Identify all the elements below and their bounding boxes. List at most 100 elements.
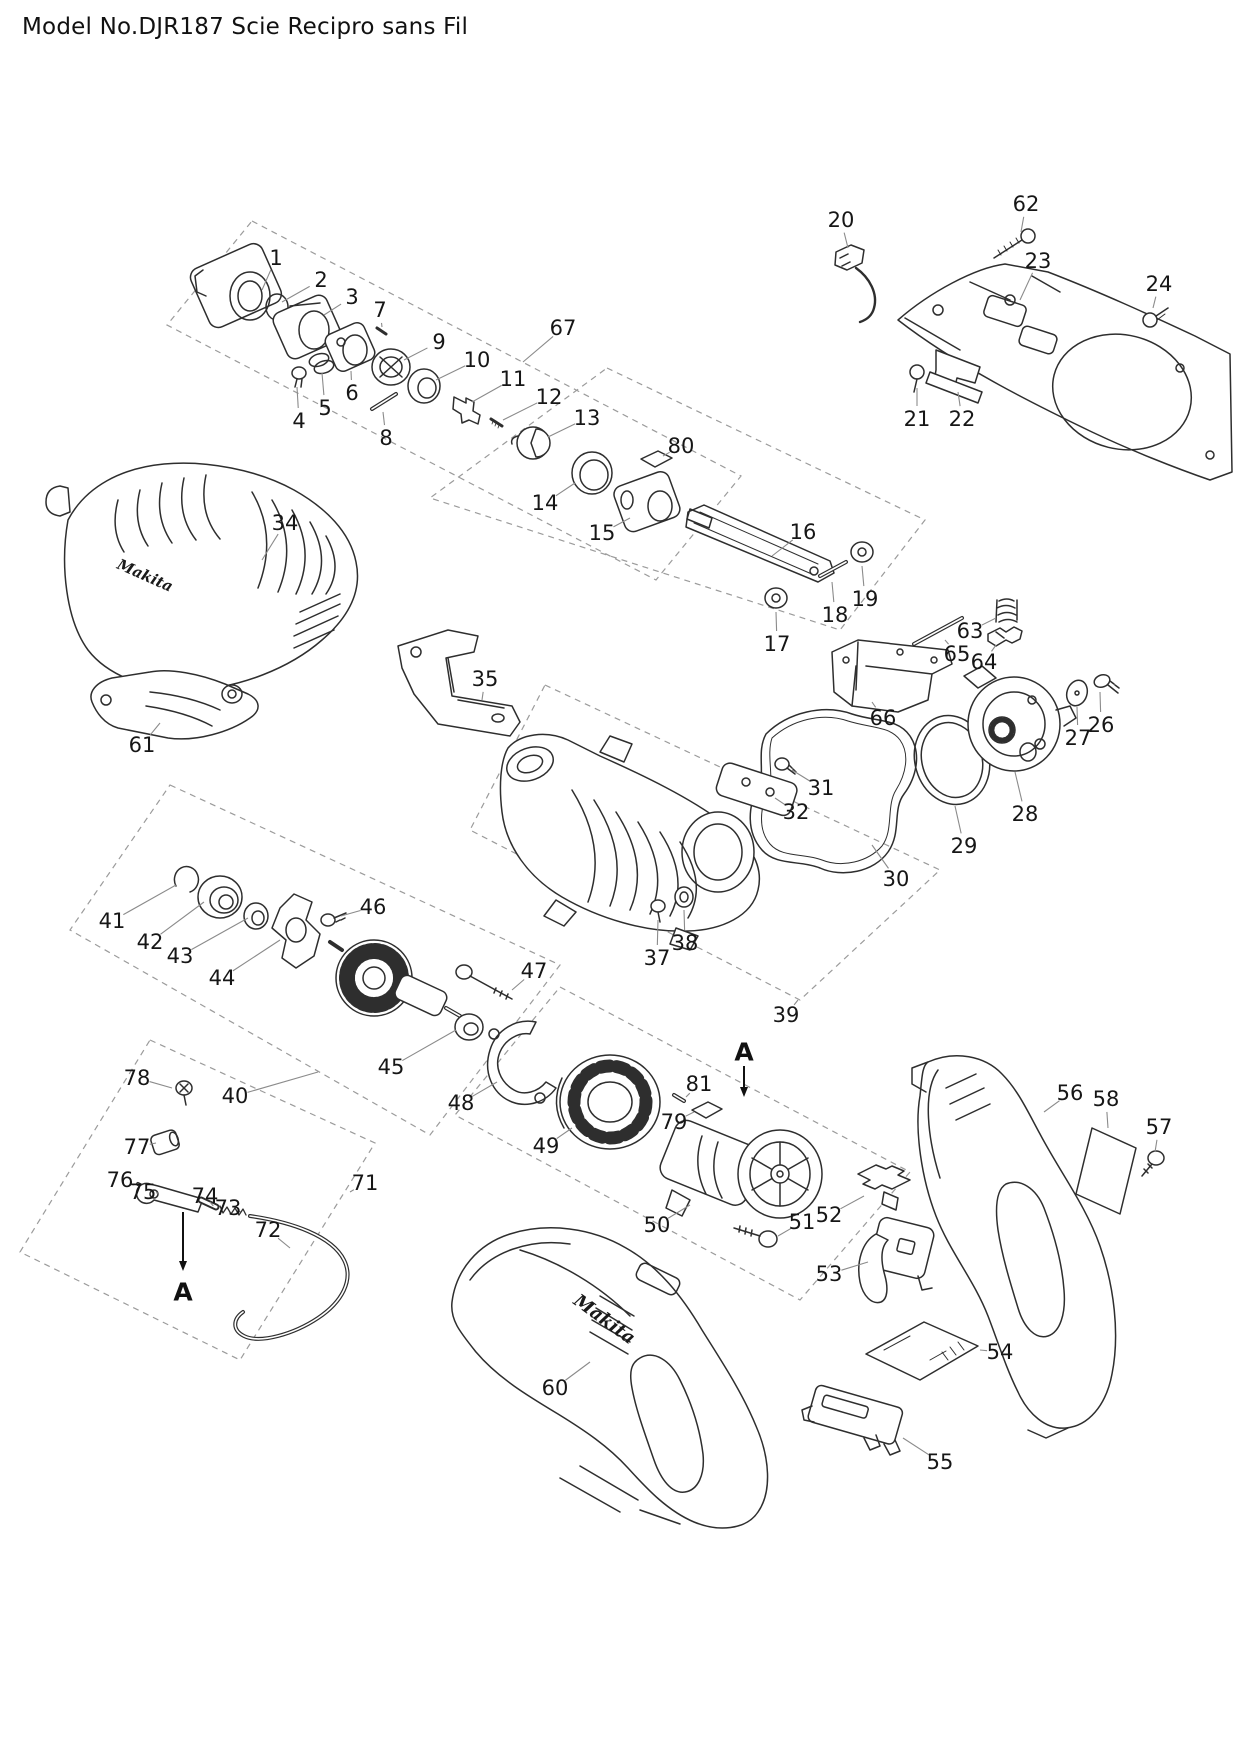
part-35-shoe — [397, 629, 521, 737]
part-73-spring — [219, 1205, 247, 1216]
part-20-switch-wire — [834, 244, 877, 324]
part-52-connector — [857, 1164, 911, 1211]
part-9-crank-disc — [371, 348, 411, 386]
part-77-sleeve — [150, 1129, 180, 1156]
callout-63: 63 — [957, 619, 984, 643]
callout-3: 3 — [345, 285, 358, 309]
callout-11: 11 — [500, 367, 527, 391]
callout-54: 54 — [987, 1340, 1014, 1364]
part-27-washer — [1065, 679, 1089, 707]
leader-8 — [382, 411, 386, 426]
part-15-slider-block — [613, 470, 681, 533]
callout-34: 34 — [272, 511, 299, 535]
callout-2: 2 — [314, 268, 327, 292]
callout-38: 38 — [672, 931, 699, 955]
part-24-screw — [1142, 307, 1169, 328]
leader-39 — [793, 999, 799, 1006]
callout-18: 18 — [822, 603, 849, 627]
boundary-crank-assy — [166, 220, 742, 581]
part-63-spring — [995, 598, 1018, 623]
part-40-armature — [328, 939, 462, 1018]
callout-41: 41 — [99, 909, 126, 933]
callout-49: 49 — [533, 1134, 560, 1158]
callout-76: 76 — [107, 1168, 134, 1192]
leader-45 — [402, 1029, 457, 1062]
callout-27: 27 — [1065, 726, 1092, 750]
callout-44: 44 — [209, 966, 236, 990]
callout-78: 78 — [124, 1066, 151, 1090]
callout-56: 56 — [1057, 1081, 1084, 1105]
callout-46: 46 — [360, 895, 387, 919]
callout-29: 29 — [951, 834, 978, 858]
callout-58: 58 — [1093, 1087, 1120, 1111]
leader-65 — [944, 639, 949, 645]
callout-37: 37 — [644, 946, 671, 970]
part-45-bearing — [454, 1013, 484, 1041]
callout-64: 64 — [971, 650, 998, 674]
callout-39: 39 — [773, 1003, 800, 1027]
part-16-slider-rod — [685, 504, 835, 583]
part-65-pin — [912, 616, 964, 646]
leader-51 — [777, 1228, 792, 1237]
leader-14 — [555, 482, 576, 497]
part-31-screw — [774, 757, 797, 775]
leader-32 — [774, 797, 786, 806]
leader-19 — [861, 565, 865, 587]
leader-76 — [132, 1183, 135, 1186]
callout-47: 47 — [521, 959, 548, 983]
leader-5 — [321, 372, 325, 396]
leader-78 — [149, 1081, 173, 1089]
part-48-baffle — [486, 1020, 557, 1106]
part-gear-housing — [499, 733, 760, 951]
callout-1: 1 — [269, 246, 282, 270]
leader-4 — [296, 386, 299, 409]
callout-15: 15 — [589, 521, 616, 545]
section-arrowhead — [740, 1087, 748, 1097]
leader-66 — [871, 701, 877, 708]
leader-1 — [261, 269, 272, 291]
part-50-motor-bracket-unit — [659, 1119, 823, 1219]
leader-46 — [340, 909, 361, 917]
leader-74 — [209, 1201, 214, 1207]
callout-35: 35 — [472, 667, 499, 691]
callout-80: 80 — [668, 434, 695, 458]
leader-29 — [954, 805, 962, 834]
part-64-clip — [987, 626, 1023, 647]
leader-3 — [323, 303, 342, 316]
leader-57 — [1154, 1139, 1158, 1153]
callout-62: 62 — [1013, 192, 1040, 216]
callout-30: 30 — [883, 867, 910, 891]
part-32-plate — [715, 762, 798, 817]
callout-9: 9 — [432, 330, 445, 354]
callout-42: 42 — [137, 930, 164, 954]
leader-38 — [683, 909, 686, 931]
part-75-holder — [135, 1182, 204, 1213]
leader-64 — [991, 644, 997, 652]
callout-14: 14 — [532, 491, 559, 515]
part-12-pin — [489, 417, 504, 429]
part-49-stator — [555, 1054, 661, 1150]
boundary-gear-housing-assy — [469, 684, 942, 1001]
leader-53 — [841, 1261, 869, 1271]
callout-4: 4 — [292, 409, 305, 433]
leader-26 — [1099, 691, 1102, 713]
part-56-housing-half — [911, 1055, 1117, 1439]
callout-26: 26 — [1088, 713, 1115, 737]
leader-12 — [502, 402, 538, 421]
callout-77: 77 — [124, 1135, 151, 1159]
part-13-cap — [510, 426, 551, 460]
callout-31: 31 — [808, 776, 835, 800]
part-8-rod — [370, 392, 398, 411]
part-22-bracket — [925, 349, 983, 404]
part-4-screw — [291, 366, 307, 388]
leader-71 — [349, 1189, 355, 1193]
part-7-pin — [375, 326, 388, 336]
part-28-gear-unit — [963, 665, 1077, 772]
part-30-gasket — [749, 709, 918, 874]
leader-42 — [160, 901, 205, 935]
boundary-slider-assy — [428, 367, 926, 631]
leader-62 — [1020, 216, 1025, 233]
boundary-clamp-assy — [19, 1039, 376, 1361]
leader-63 — [981, 617, 997, 626]
callout-48: 48 — [448, 1091, 475, 1115]
